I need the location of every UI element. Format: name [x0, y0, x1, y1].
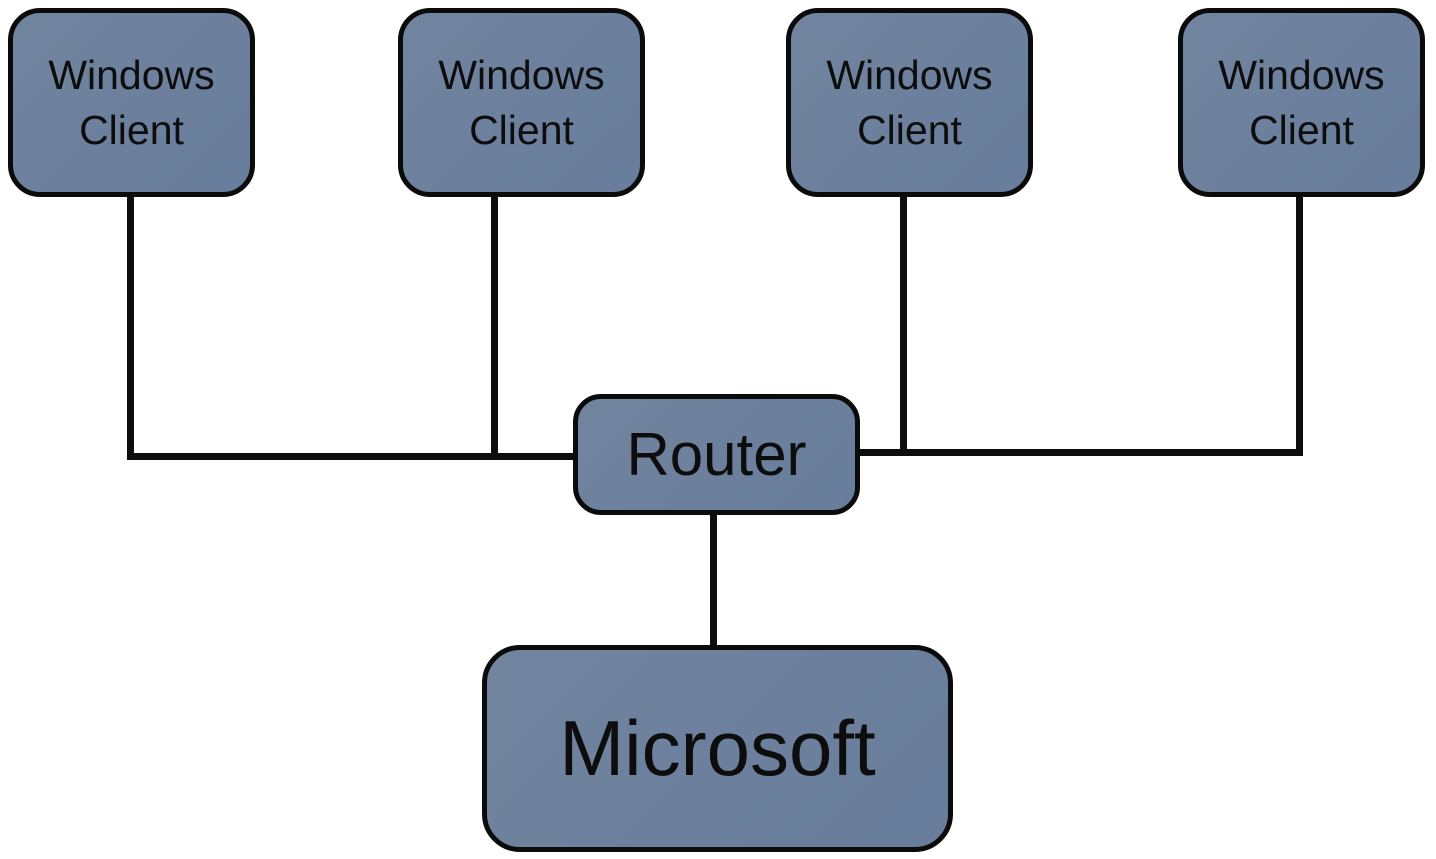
node-label: Microsoft — [559, 704, 876, 792]
edge-client2-to-bus — [491, 193, 498, 457]
edge-client3-to-bus — [900, 194, 907, 452]
node-label-line1: Windows — [48, 52, 215, 99]
edge-client4-to-bus — [1296, 194, 1303, 454]
node-router: Router — [573, 394, 860, 515]
edge-router-to-microsoft — [710, 513, 717, 647]
edge-bus-right-to-router — [858, 449, 1303, 456]
node-windows-client-4: Windows Client — [1178, 8, 1425, 197]
node-label-line1: Windows — [1218, 52, 1385, 99]
node-label-line1: Windows — [826, 52, 993, 99]
edge-client1-to-bus — [127, 196, 134, 456]
node-label-line2: Client — [857, 106, 962, 153]
node-label-line2: Client — [79, 106, 184, 153]
node-label-line1: Windows — [438, 52, 605, 99]
node-label: Router — [626, 421, 807, 488]
node-windows-client-2: Windows Client — [398, 8, 645, 197]
node-microsoft: Microsoft — [482, 645, 953, 852]
node-label-line2: Client — [1249, 106, 1354, 153]
edge-bus-left-to-router — [127, 453, 573, 460]
node-label-line2: Client — [469, 106, 574, 153]
node-windows-client-1: Windows Client — [8, 8, 255, 197]
node-windows-client-3: Windows Client — [786, 8, 1033, 197]
